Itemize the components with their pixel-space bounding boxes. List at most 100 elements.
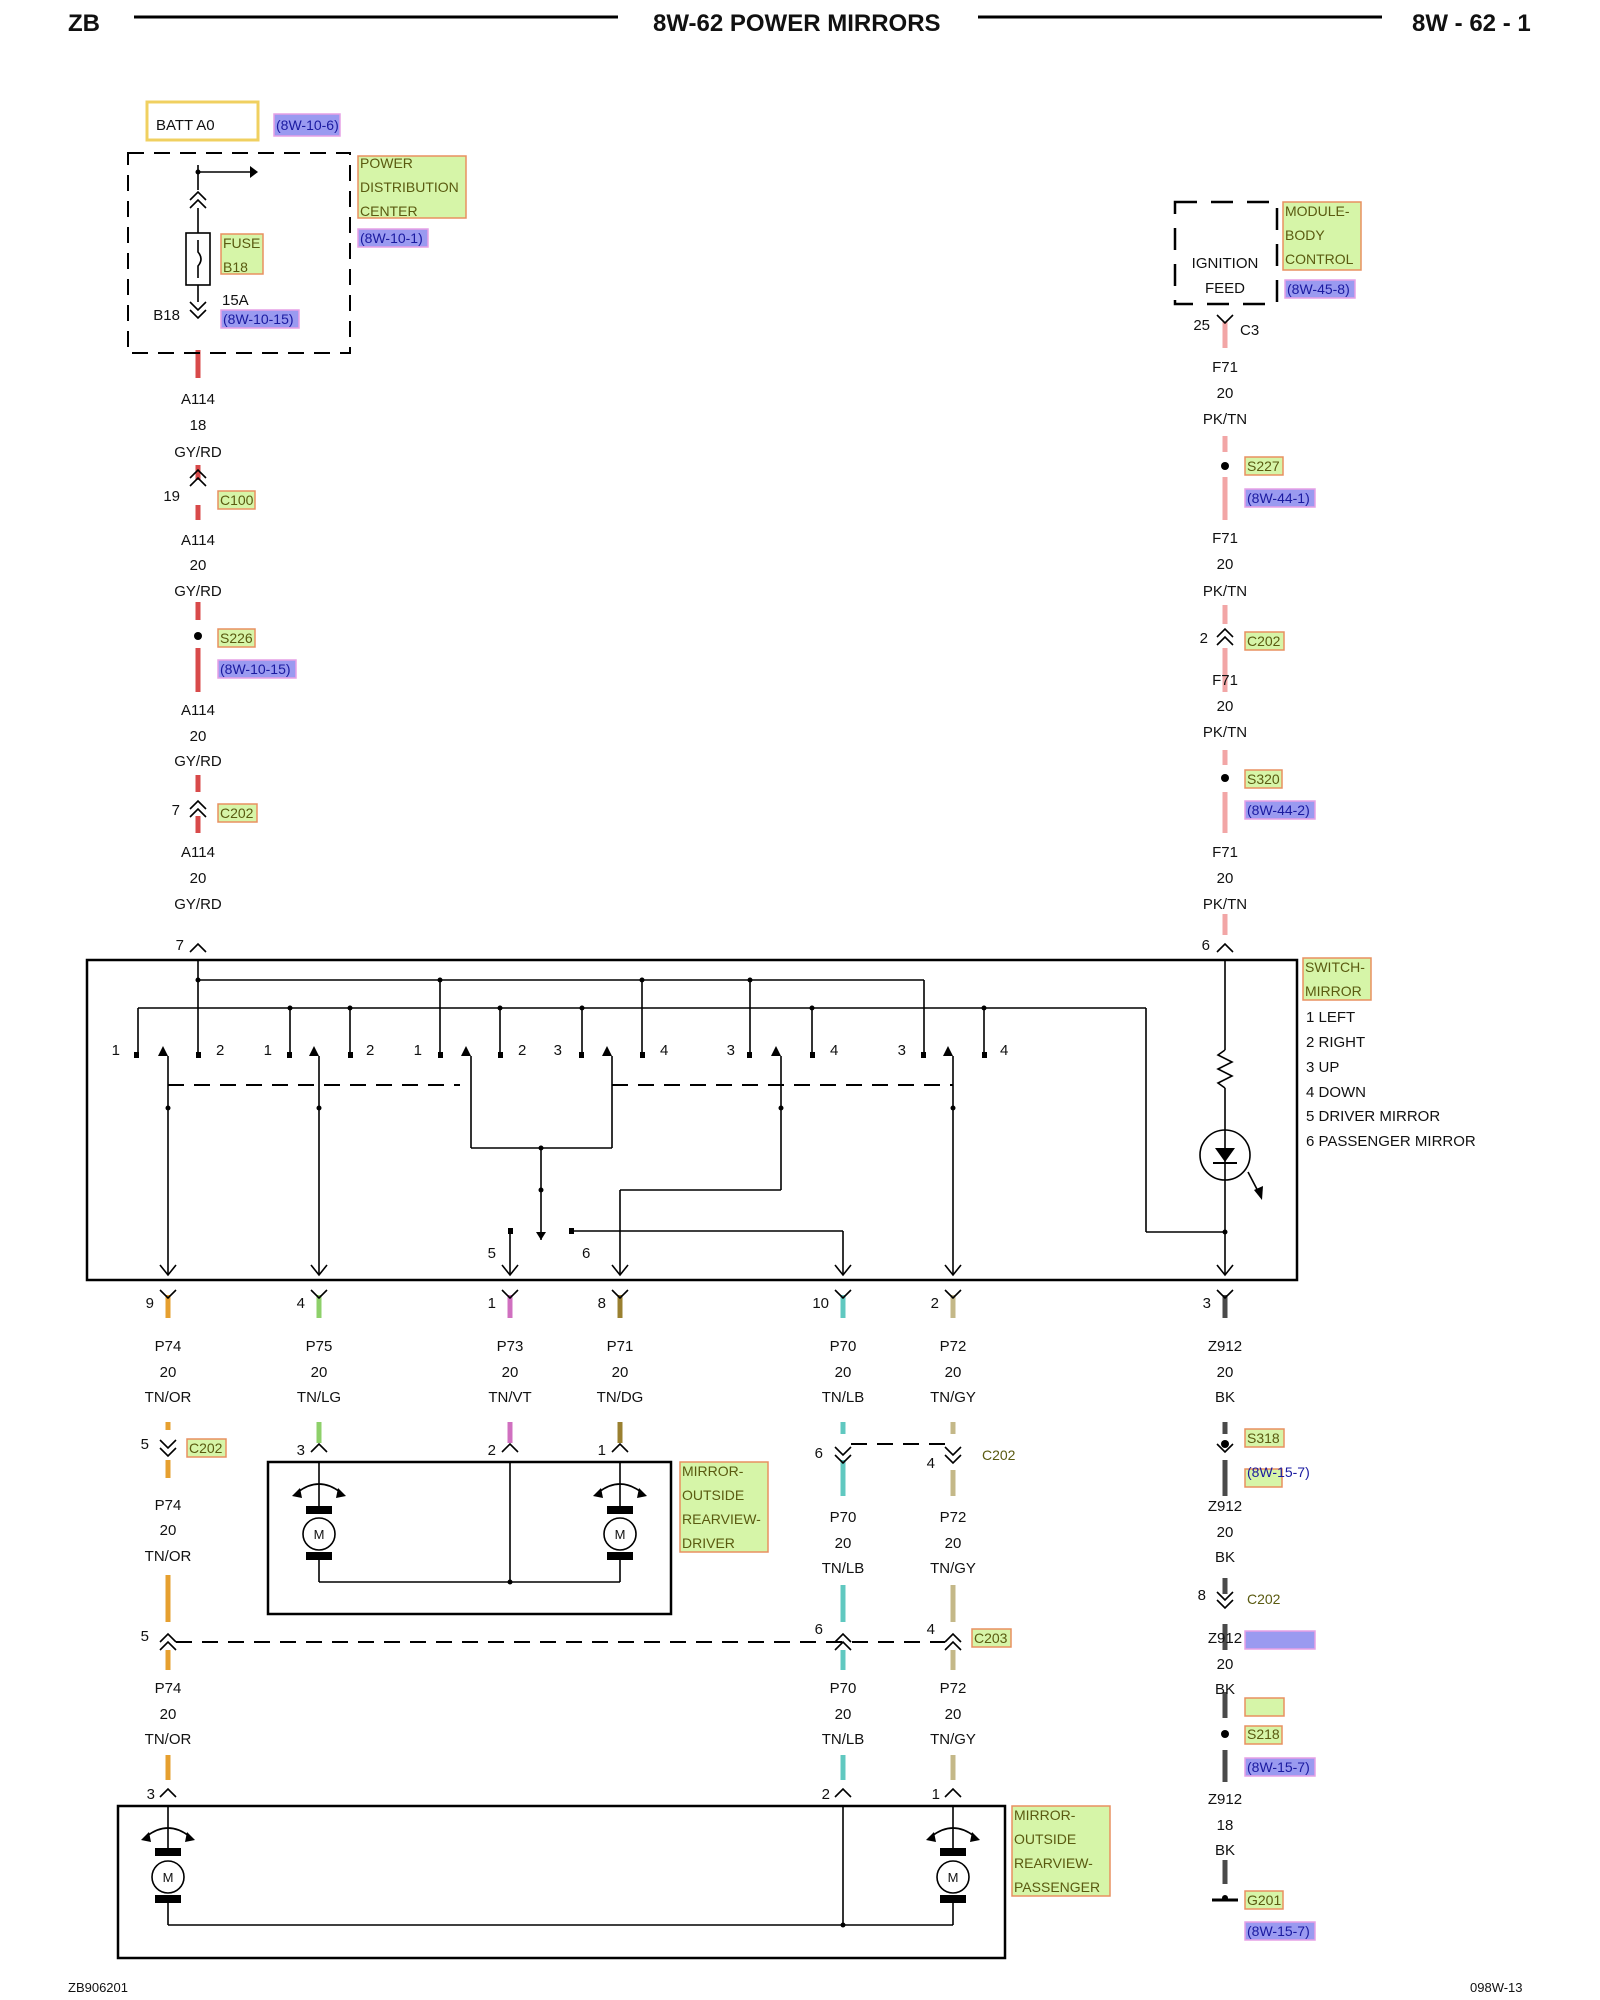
module-body-control-box (1173, 200, 1279, 306)
label-texts-80: Z912 (1208, 1338, 1242, 1355)
label-texts-68: P73 (497, 1338, 524, 1355)
label-labels-3-text: (8W-10-1) (360, 230, 423, 246)
label-texts-120: 3 (147, 1786, 155, 1803)
label-labels-41-text: (8W-10-6) (276, 117, 339, 133)
label-texts-23: PK/TN (1203, 411, 1247, 428)
label-texts-51: 3 (898, 1042, 906, 1059)
c100-connector (189, 468, 207, 487)
label-texts-79: TN/GY (930, 1389, 976, 1406)
label-texts-74: P70 (830, 1338, 857, 1355)
label-labels-10-text: C202 (220, 805, 254, 821)
label-texts-47: 3 (554, 1042, 562, 1059)
label-labels-26-text: OUTSIDE (682, 1487, 744, 1503)
label-texts-94: TN/LB (822, 1560, 865, 1577)
label-texts-7: 20 (190, 557, 207, 574)
label-texts-126: M (948, 1870, 959, 1885)
c202-connector-left (189, 799, 207, 818)
label-labels-1-text: DISTRIBUTION (360, 179, 459, 195)
label-labels-38-text: G201 (1247, 1892, 1281, 1908)
label-texts-122: 1 (932, 1786, 940, 1803)
label-texts-106: 20 (1217, 1656, 1234, 1673)
header-left: ZB (68, 10, 100, 37)
label-labels-40-text: BATT A0 (156, 117, 215, 134)
label-texts-111: P70 (830, 1680, 857, 1697)
label-texts-92: P70 (830, 1509, 857, 1526)
label-texts-75: 20 (835, 1364, 852, 1381)
label-texts-6: A114 (181, 532, 215, 549)
label-texts-49: 3 (727, 1042, 735, 1059)
label-texts-4: GY/RD (174, 444, 222, 461)
label-labels-25-text: MIRROR- (682, 1463, 744, 1479)
fuse-b18 (185, 165, 258, 320)
label-texts-125: M (163, 1870, 174, 1885)
g201-ground-symbol (1212, 1895, 1238, 1902)
label-labels-39-text: (8W-15-7) (1247, 1923, 1310, 1939)
label-texts-100: BK (1215, 1549, 1235, 1566)
label-texts-82: BK (1215, 1389, 1235, 1406)
power-distribution-center-box (127, 152, 351, 354)
label-labels-12-text: BODY (1285, 227, 1325, 243)
label-texts-115: 20 (945, 1706, 962, 1723)
label-texts-67: TN/LG (297, 1389, 341, 1406)
switch-pin-6 (1216, 942, 1234, 953)
label-texts-66: 20 (311, 1364, 328, 1381)
c202-connector-right (1216, 627, 1234, 646)
label-texts-96: 20 (945, 1535, 962, 1552)
label-texts-48: 4 (660, 1042, 668, 1059)
switch-mirror-internals (134, 960, 1263, 1277)
label-texts-52: 4 (1000, 1042, 1008, 1059)
label-texts-10: 20 (190, 728, 207, 745)
label-texts-83: 5 (141, 1436, 149, 1453)
label-texts-88: 4 (927, 1455, 935, 1472)
passenger-mirror-internals (141, 1806, 980, 1928)
label-texts-5: 19 (163, 488, 180, 505)
label-labels-34-text: (8W-15-7) (1247, 1464, 1310, 1480)
label-texts-31: F71 (1212, 844, 1238, 861)
label-texts-108: P74 (155, 1680, 182, 1697)
label-texts-58: 8 (598, 1295, 606, 1312)
label-texts-124: M (615, 1527, 626, 1542)
label-texts-57: 1 (488, 1295, 496, 1312)
label-texts-118: 18 (1217, 1817, 1234, 1834)
label-texts-99: 20 (1217, 1524, 1234, 1541)
label-labels-7-text: C100 (220, 492, 254, 508)
label-texts-45: 1 (414, 1042, 422, 1059)
label-labels-20-text: SWITCH- (1305, 959, 1365, 975)
label-labels-6-text: (8W-10-15) (223, 311, 294, 327)
label-texts-21: F71 (1212, 359, 1238, 376)
label-labels-16-text: (8W-44-1) (1247, 490, 1310, 506)
label-texts-104: 4 (927, 1621, 935, 1638)
label-texts-26: PK/TN (1203, 583, 1247, 600)
label-texts-93: 20 (835, 1535, 852, 1552)
driver-mirror-internals (292, 1462, 647, 1585)
label-labels-4-text: FUSE (223, 235, 260, 251)
label-texts-59: 10 (812, 1295, 829, 1312)
label-texts-43: 1 (264, 1042, 272, 1059)
label-texts-34: 6 (1202, 937, 1210, 954)
label-texts-0: 15A (222, 292, 249, 309)
label-texts-36: 2 RIGHT (1306, 1034, 1365, 1051)
label-texts-9: A114 (181, 702, 215, 719)
label-labels-28-text: DRIVER (682, 1535, 735, 1551)
header-right: 8W - 62 - 1 (1412, 10, 1531, 37)
label-texts-110: TN/OR (145, 1731, 192, 1748)
label-texts-12: 7 (172, 802, 180, 819)
label-texts-98: Z912 (1208, 1498, 1242, 1515)
label-texts-69: 20 (502, 1364, 519, 1381)
label-texts-90: 20 (160, 1522, 177, 1539)
label-texts-30: PK/TN (1203, 724, 1247, 741)
label-texts-77: P72 (940, 1338, 967, 1355)
label-labels-17-text: C202 (1247, 633, 1281, 649)
mirror-outside-rearview-passenger-box (116, 1804, 1007, 1960)
label-texts-37: 3 UP (1306, 1059, 1339, 1076)
label-labels-19-text: (8W-44-2) (1247, 802, 1310, 818)
label-labels-8-text: S226 (220, 630, 253, 646)
label-texts-33: PK/TN (1203, 896, 1247, 913)
label-texts-32: 20 (1217, 870, 1234, 887)
label-texts-40: 6 PASSENGER MIRROR (1306, 1133, 1476, 1150)
label-texts-17: IGNITION (1192, 255, 1259, 272)
header-title: 8W-62 POWER MIRRORS (653, 10, 941, 37)
label-texts-25: 20 (1217, 556, 1234, 573)
label-texts-107: BK (1215, 1681, 1235, 1698)
